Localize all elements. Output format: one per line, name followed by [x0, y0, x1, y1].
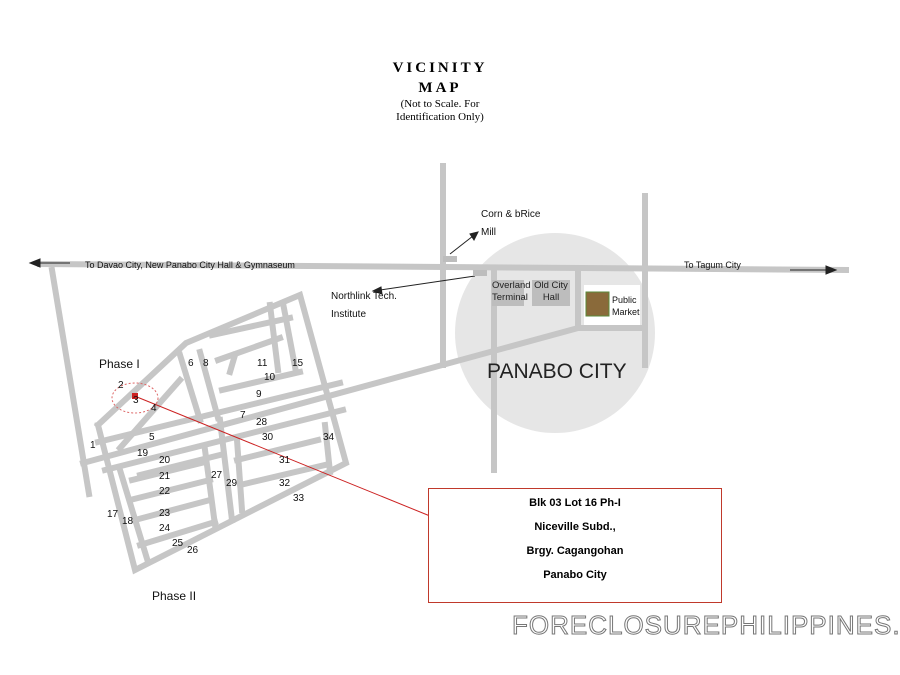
address-line-3: Brgy. Cagangohan	[526, 545, 624, 557]
arrow-right-icon	[825, 265, 838, 275]
block-number: 31	[279, 455, 291, 466]
block-number: 11	[257, 358, 268, 369]
block-number: 8	[203, 358, 209, 369]
block-number: 7	[240, 410, 246, 421]
block-number: 25	[172, 538, 184, 549]
arrow-left-icon	[28, 258, 41, 268]
block-number: 28	[256, 417, 268, 428]
landmark-corn-mill: Corn & bRice Mill	[481, 209, 541, 238]
block-number: 1	[90, 440, 96, 451]
address-box: Blk 03 Lot 16 Ph-I Niceville Subd., Brgy…	[428, 488, 722, 603]
landmark-public-market: Public Market	[612, 295, 640, 317]
map-title: VICINITY	[392, 60, 488, 76]
arrow-icon	[469, 231, 479, 241]
block-number: 5	[149, 432, 155, 443]
block-number: 21	[159, 471, 171, 482]
road	[48, 266, 93, 498]
block-number: 19	[137, 448, 149, 459]
block-number: 26	[187, 545, 199, 556]
road-label-davao: To Davao City, New Panabo City Hall & Gy…	[85, 260, 295, 270]
block-number: 32	[279, 478, 291, 489]
block-number: 23	[159, 508, 171, 519]
block-number: 17	[107, 509, 119, 520]
map-title-2: MAP	[418, 80, 462, 96]
block-number: 22	[159, 486, 171, 497]
address-line-1: Blk 03 Lot 16 Ph-I	[529, 497, 621, 509]
block-number: 20	[159, 455, 171, 466]
block-number: 33	[293, 493, 305, 504]
phase-2-label: Phase II	[152, 589, 197, 603]
block-number: 18	[122, 516, 134, 527]
block-number: 30	[262, 432, 274, 443]
location-circle	[111, 382, 159, 414]
address-line-4: Panabo City	[543, 569, 607, 581]
block-number: 4	[151, 403, 157, 414]
block-number: 29	[226, 478, 238, 489]
scale-note: (Not to Scale. For Identification Only)	[396, 98, 484, 123]
block-number: 10	[264, 372, 276, 383]
pointer-line	[136, 396, 431, 517]
block-number: 6	[188, 358, 194, 369]
market-photo-icon	[585, 291, 610, 317]
landmark-old-city-hall: Old City Hall	[532, 280, 570, 306]
block-number: 24	[159, 523, 171, 534]
block-number: 27	[211, 470, 223, 481]
city-label: PANABO CITY	[487, 360, 627, 383]
block-number: 3	[133, 395, 139, 406]
landmark-overland-terminal: Overland Terminal	[492, 280, 531, 306]
road-label-tagum: To Tagum City	[684, 260, 741, 270]
block-number: 2	[118, 380, 124, 391]
block-number: 15	[292, 358, 304, 369]
landmark-northlink: Northlink Tech. Institute	[331, 291, 397, 320]
block-number: 34	[323, 432, 335, 443]
watermark: FORECLOSUREPHILIPPINES.COM	[511, 610, 900, 641]
phase-1-label: Phase I	[99, 357, 140, 371]
block-number: 9	[256, 389, 262, 400]
arrow-icon	[371, 286, 383, 295]
address-line-2: Niceville Subd.,	[534, 521, 616, 533]
location-marker	[132, 393, 138, 399]
subdivision-boundary	[93, 290, 350, 575]
